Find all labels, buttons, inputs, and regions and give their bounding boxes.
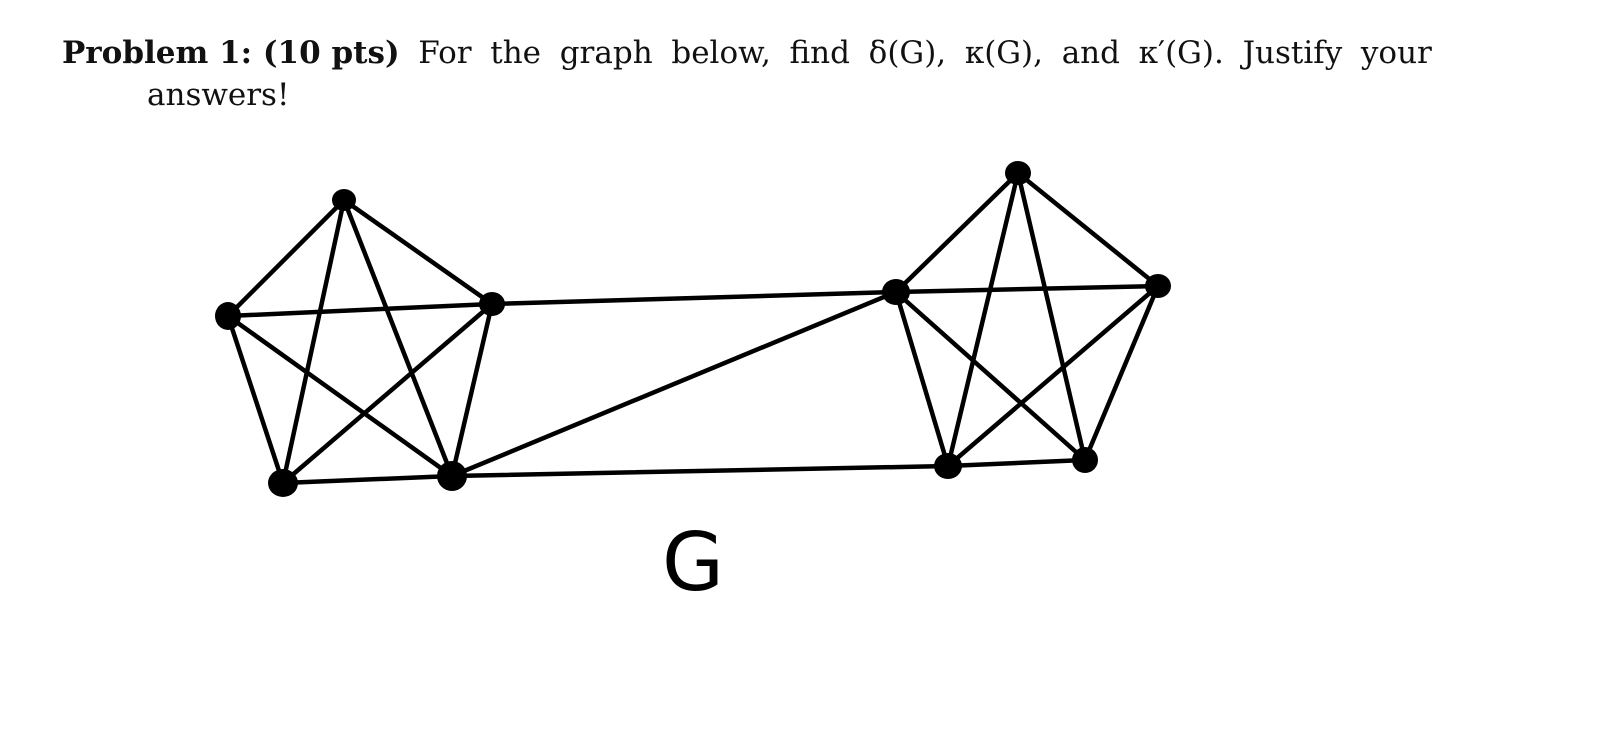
graph-vertex [268,469,298,497]
graph-edge [341,197,495,307]
graph-edge [1082,283,1161,463]
problem-word: κ′(G). [1138,35,1224,71]
graph-edge [225,301,495,319]
graph-edge [280,301,495,486]
graph-vertex [437,461,467,491]
problem-word: graph [559,35,653,71]
graph-edge [225,313,286,486]
graph-edge [893,283,1161,295]
problem-word: find [789,35,851,71]
problem-word: Justify [1242,35,1343,71]
graph-edge [945,170,1021,469]
graph-vertex [1072,447,1098,473]
graph-edge [1015,170,1088,463]
graph-label: G [662,516,724,609]
graph-edge [449,289,899,479]
graph-edge [893,289,1088,463]
graph-edges [225,170,1161,486]
problem-word: your [1360,35,1432,71]
problem-word: and [1061,35,1120,71]
graph-edge [449,301,495,479]
graph-edge [280,473,455,486]
graph-edge [945,457,1088,469]
graph-edge [225,197,347,319]
graph-edge [893,170,1021,295]
problem-word: For [418,35,472,71]
graph-edge [225,313,455,479]
graph-edge [489,289,899,307]
graph-vertex [1005,161,1031,185]
problem-word: κ(G), [964,35,1044,71]
problem-word: below, [671,35,771,71]
problem-heading: Problem 1: (10 pts) [62,35,400,71]
problem-continuation: answers! [147,77,290,113]
problem-statement: Problem 1: (10 pts) For the graph below,… [62,32,1432,116]
problem-word: the [490,35,542,71]
problem-word: δ(G), [868,35,947,71]
graph-vertex [479,292,505,316]
graph-vertex [882,279,910,305]
graph-edge [341,197,455,479]
graph-edge [449,463,951,479]
graph-vertices [215,161,1171,497]
graph-vertex [332,189,356,211]
graph-edge [945,283,1161,469]
graph-vertex [215,302,241,330]
graph-vertex [1145,274,1171,298]
problem-first-line: Problem 1: (10 pts) For the graph below,… [62,32,1432,74]
graph-edge [893,289,951,469]
graph-edge [1015,170,1161,289]
graph-vertex [934,453,962,479]
graph-edge [280,197,347,486]
